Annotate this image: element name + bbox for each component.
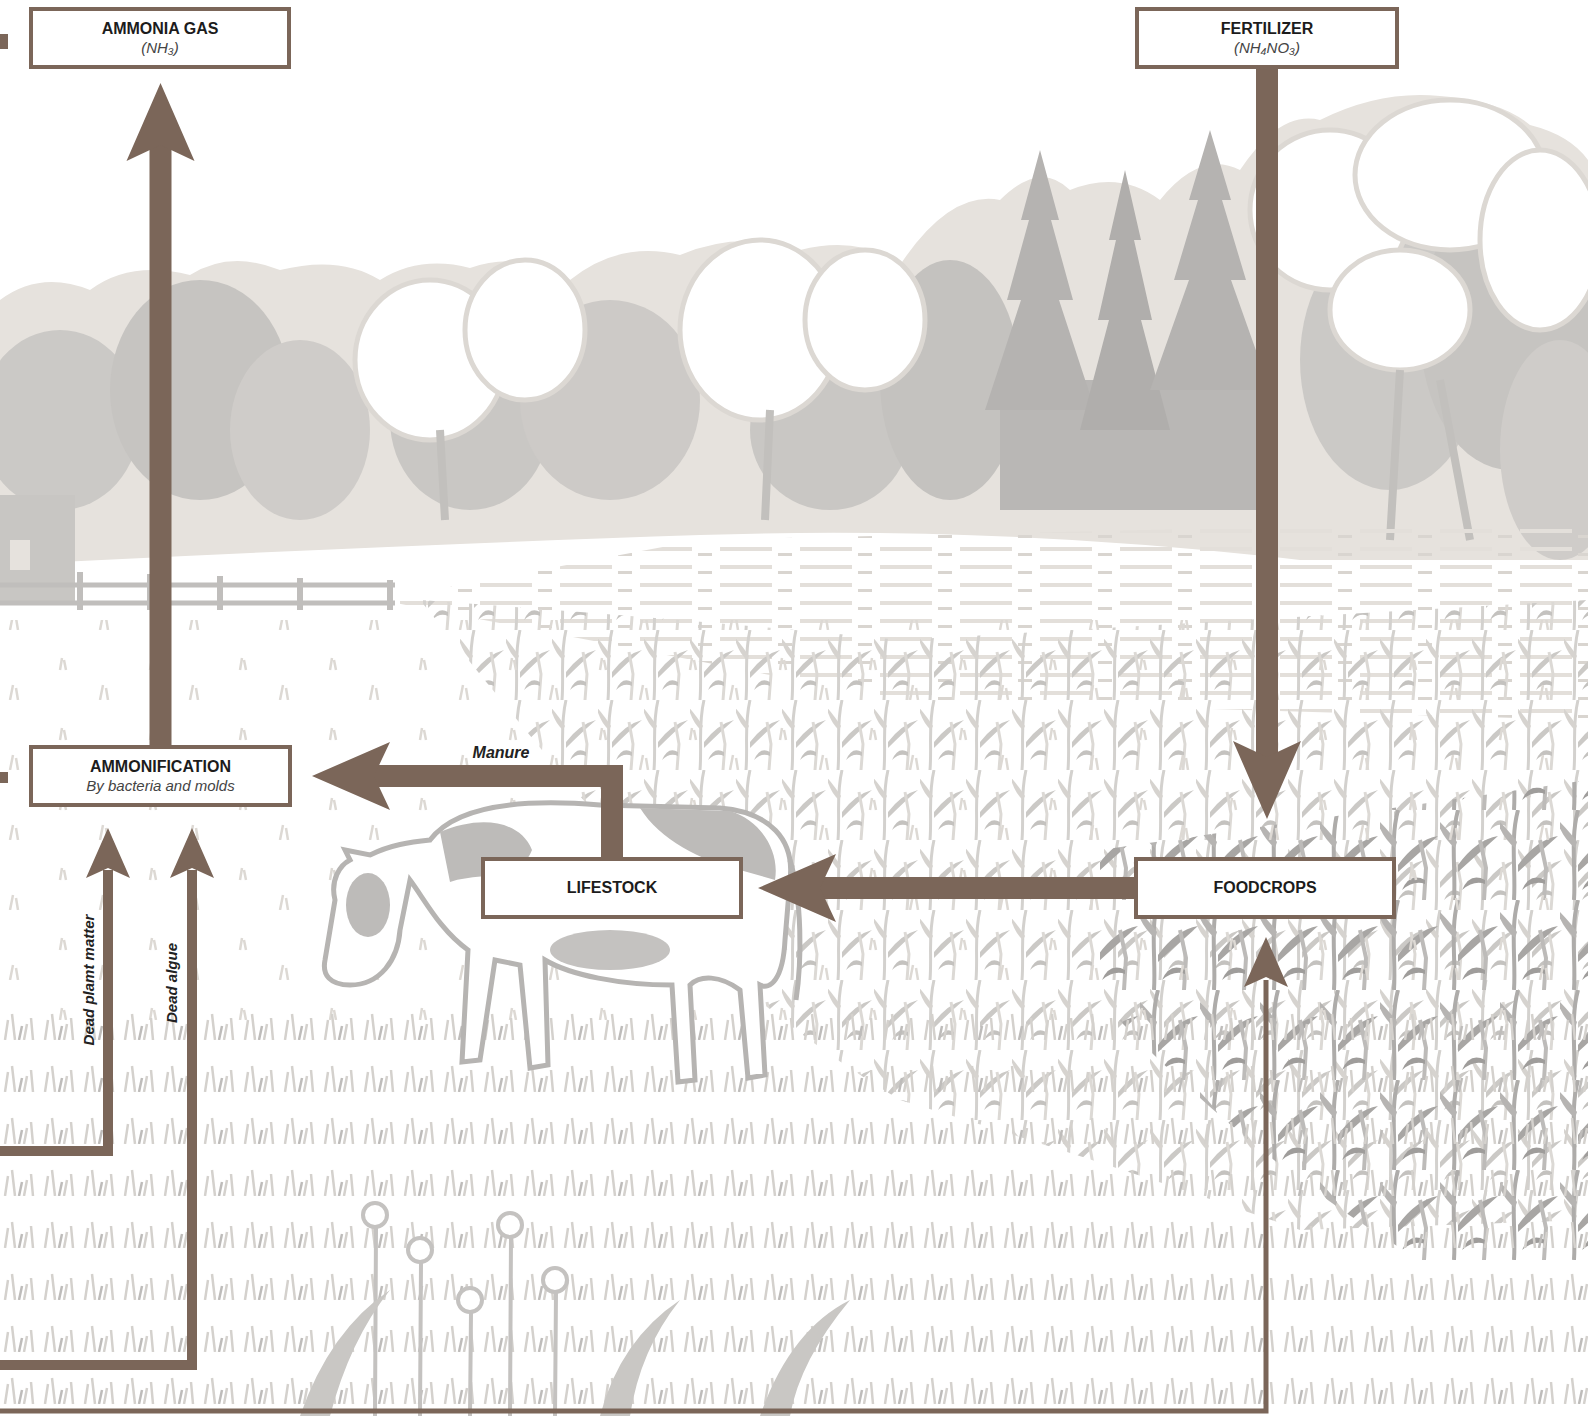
treeline-part	[0, 95, 1588, 565]
treeline-part	[1150, 130, 1270, 390]
arrow-label: Manure	[473, 743, 530, 762]
incoming-flow-lines-part	[1244, 937, 1288, 987]
treeline-part	[230, 340, 370, 520]
box-subtitle: (NH₄NO₃)	[1234, 39, 1300, 58]
box-heading: AMMONIA GAS	[102, 19, 219, 39]
flowers-part	[375, 1228, 556, 1416]
flowers-part	[300, 1290, 850, 1416]
flow-label: Dead plamt matter	[80, 915, 98, 1046]
process-box: FERTILIZER(NH₄NO₃)	[1135, 7, 1399, 69]
flowers-part	[408, 1238, 432, 1262]
farmhouse-and-fence-part	[0, 585, 395, 603]
arrow-shaft	[805, 877, 1134, 899]
treeline-part	[465, 260, 585, 400]
treeline-part	[805, 250, 925, 390]
flowers-part	[458, 1288, 482, 1312]
field	[0, 520, 1588, 1416]
flow-arrow	[127, 83, 195, 745]
treeline	[0, 95, 1588, 565]
cow-part	[324, 803, 790, 1082]
treeline-part	[1080, 170, 1170, 430]
incoming-flow-lines-part	[0, 772, 8, 783]
process-box: FOODCROPS	[1134, 857, 1396, 919]
field-part	[0, 620, 1588, 1020]
farmhouse-and-fence-part	[0, 495, 75, 605]
arrow-head	[1233, 741, 1301, 819]
arrow-head	[758, 854, 836, 922]
incoming-flow-lines-part	[0, 870, 108, 1151]
incoming-flow-lines-part	[86, 828, 130, 878]
flow-arrow	[312, 742, 612, 857]
incoming-flow-lines-part	[0, 980, 1266, 1411]
arrow-shaft	[1256, 69, 1278, 772]
flow-arrow	[758, 854, 1134, 922]
treeline-part	[1330, 250, 1470, 370]
flow-arrow	[1233, 69, 1301, 819]
incoming-flow-lines-part	[170, 828, 214, 878]
process-box: LIFESTOCK	[481, 857, 743, 919]
cow-part	[346, 873, 390, 937]
farmhouse-and-fence-part	[10, 540, 30, 570]
process-box: AMMONIFICATIONBy bacteria and molds	[29, 745, 292, 807]
treeline-part	[440, 370, 1470, 540]
box-subtitle: By bacteria and molds	[86, 777, 234, 796]
box-heading: LIFESTOCK	[567, 878, 657, 898]
box-heading: FERTILIZER	[1221, 19, 1313, 39]
incoming-flow-lines	[0, 34, 1288, 1411]
box-heading: AMMONIFICATION	[90, 757, 231, 777]
arrow-shaft	[359, 776, 612, 857]
cow-part	[550, 930, 670, 970]
box-subtitle: (NH₃)	[141, 39, 179, 58]
flow-label: Dead algue	[163, 943, 181, 1023]
arrow-head	[127, 83, 195, 161]
field-part	[0, 1000, 1588, 1416]
incoming-flow-lines-part	[0, 34, 8, 49]
flowers	[300, 1203, 850, 1416]
farmhouse-and-fence-part	[80, 572, 390, 610]
cow	[324, 803, 800, 1082]
flowers-part	[543, 1268, 567, 1292]
treeline-part	[1480, 150, 1588, 330]
incoming-flow-lines-part	[0, 870, 192, 1365]
process-box: AMMONIA GAS(NH₃)	[29, 7, 291, 69]
arrow-head	[312, 742, 390, 810]
box-heading: FOODCROPS	[1213, 878, 1316, 898]
flowers-part	[498, 1213, 522, 1237]
treeline-part	[985, 150, 1095, 410]
farmhouse-and-fence	[0, 495, 395, 610]
arrow-shaft	[150, 130, 172, 745]
flowers-part	[363, 1203, 387, 1227]
